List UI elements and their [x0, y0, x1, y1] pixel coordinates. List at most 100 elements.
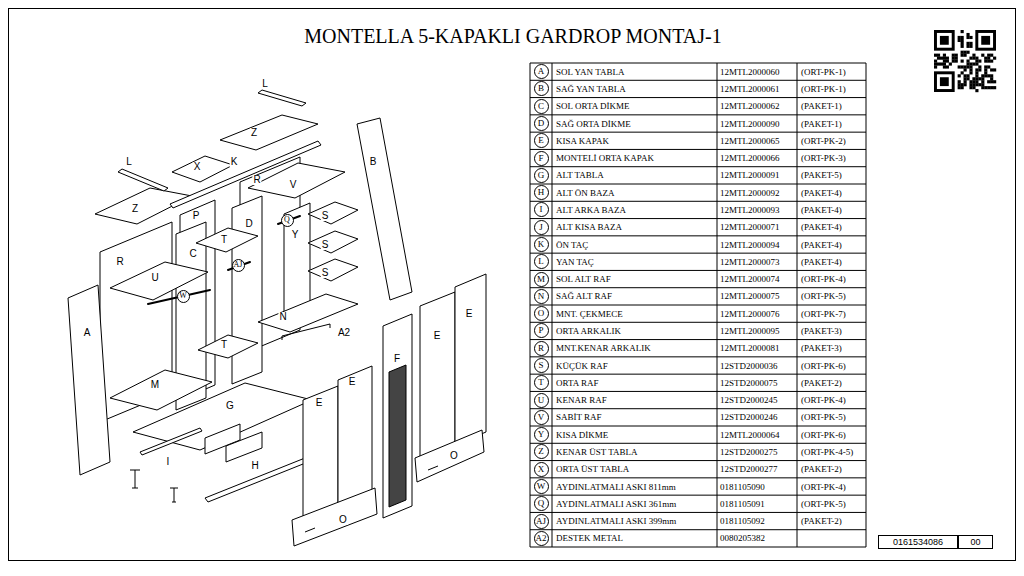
package-code: (PAKET-4): [801, 257, 842, 266]
drawing-stroke: [305, 528, 315, 532]
drawing-stroke: [981, 80, 984, 83]
part-callout: F: [534, 151, 549, 166]
drawing-stroke: [955, 57, 958, 60]
drawing-stroke: [530, 512, 866, 513]
drawing-stroke: [118, 169, 168, 191]
drawing-stroke: [966, 60, 969, 63]
part-name: SAĞ ALT RAF: [556, 292, 612, 301]
drawing-stroke: [68, 285, 110, 475]
part-letter: C: [188, 249, 197, 259]
part-letter: E: [315, 398, 324, 408]
drawing-stroke: [972, 80, 975, 83]
drawing-stroke: [943, 54, 946, 57]
drawing-stroke: [937, 33, 952, 48]
drawing-stroke: [984, 71, 987, 74]
drawing-stroke: [964, 54, 967, 57]
drawing-stroke: [934, 62, 937, 65]
part-code: 12MTL2000093: [720, 205, 780, 214]
drawing-stroke: [148, 216, 300, 304]
drawing-stroke: [530, 184, 866, 185]
drawing-stroke: [969, 83, 972, 86]
callout-letter: C: [538, 102, 544, 111]
drawing-stroke: [964, 65, 967, 68]
part-callout: X: [534, 462, 549, 477]
part-name: ALT TABLA: [556, 171, 604, 180]
part-code: 12STD2000275: [720, 447, 778, 456]
drawing-stroke: [389, 365, 406, 507]
drawing-stroke: [172, 156, 233, 182]
drawing-stroke: [530, 63, 531, 547]
package-code: (PAKET-4): [801, 188, 842, 197]
drawing-stroke: [972, 86, 975, 89]
part-name: ALT KISA BAZA: [556, 223, 622, 232]
drawing-stroke: [530, 97, 866, 98]
part-code: 12MTL2000065: [720, 136, 780, 145]
drawing-stroke: [952, 57, 955, 60]
drawing-stroke: [975, 68, 978, 71]
drawing-stroke: [530, 339, 866, 340]
part-code: 12STD2000245: [720, 396, 778, 405]
drawing-stroke: [987, 54, 990, 57]
drawing-stroke: [866, 63, 867, 547]
drawing-stroke: [972, 77, 975, 80]
drawing-stroke: [530, 477, 866, 478]
drawing-stroke: [961, 60, 964, 63]
part-letter: T: [220, 235, 228, 245]
part-letter: T: [220, 340, 228, 350]
drawing-stroke: [961, 71, 964, 74]
package-code: (ORT-PK-6): [801, 430, 846, 439]
part-code: 12MTL2000075: [720, 292, 780, 301]
drawing-stroke: [969, 42, 972, 45]
part-name: SOL YAN TABLA: [556, 67, 624, 76]
drawing-stroke: [940, 57, 943, 60]
drawing-stroke: [969, 57, 972, 60]
package-code: (PAKET-3): [801, 344, 842, 353]
drawing-stroke: [990, 68, 993, 71]
package-code: (PAKET-4): [801, 223, 842, 232]
part-code: 12MTL2000061: [720, 84, 780, 93]
package-code: (ORT-PK-4): [801, 482, 846, 491]
drawing-stroke: [987, 60, 990, 63]
drawing-stroke: [961, 30, 964, 33]
callout-letter: U: [538, 396, 545, 405]
drawing-stroke: [530, 114, 866, 115]
drawing-stroke: [987, 86, 990, 89]
callout-letter: O: [538, 309, 545, 318]
drawing-stroke: [990, 54, 993, 57]
part-code: 12MTL2000091: [720, 171, 780, 180]
drawing-stroke: [958, 36, 961, 39]
callout-letter: A: [538, 67, 545, 76]
drawing-stroke: [196, 228, 258, 252]
drawing-stroke: [415, 430, 484, 482]
part-letter: F: [393, 354, 401, 364]
drawing-stroke: [934, 30, 955, 51]
callout-letter: S: [538, 361, 543, 370]
drawing-stroke: [961, 54, 964, 57]
part-callout: B: [534, 81, 549, 96]
drawing-stroke: [990, 86, 993, 89]
drawing-stroke: [984, 57, 987, 60]
part-code: 12MTL2000071: [720, 223, 780, 232]
drawing-stroke: [937, 54, 940, 57]
part-callout: Q: [281, 214, 294, 227]
part-name: ALT ÖN BAZA: [556, 188, 615, 197]
part-letter: S: [321, 211, 330, 221]
part-callout: W: [534, 479, 549, 494]
callout-letter: Z: [538, 447, 544, 456]
part-callout: K: [534, 237, 549, 252]
drawing-stroke: [940, 36, 949, 45]
drawing-stroke: [530, 547, 866, 548]
drawing-stroke: [990, 74, 993, 77]
drawing-stroke: [981, 36, 990, 45]
drawing-stroke: [961, 51, 964, 54]
drawing-stroke: [981, 54, 984, 57]
callout-letter: W: [179, 292, 187, 300]
part-code: 12MTL2000062: [720, 102, 780, 111]
callout-letter: X: [538, 465, 545, 474]
part-name: KENAR ÜST TABLA: [556, 447, 637, 456]
part-name: SOL ORTA DİKME: [556, 102, 629, 111]
drawing-stroke: [530, 287, 866, 288]
drawing-stroke: [964, 74, 967, 77]
part-letter: S: [321, 240, 330, 250]
drawing-stroke: [955, 60, 958, 63]
